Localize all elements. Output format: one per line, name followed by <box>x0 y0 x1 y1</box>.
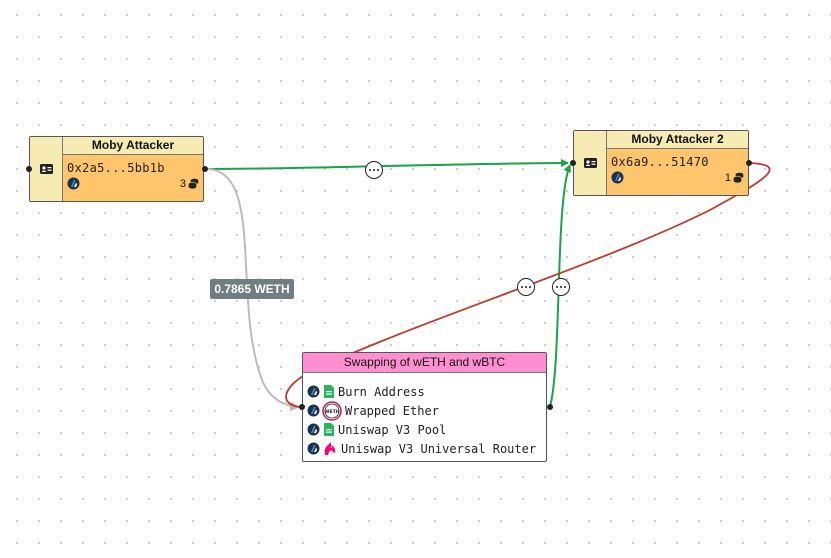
group-handle-right[interactable] <box>547 404 553 410</box>
unicorn-icon <box>324 442 336 455</box>
address-card-icon <box>583 158 597 168</box>
dot-icon <box>528 285 532 289</box>
edge-attacker1-to-group <box>205 168 300 412</box>
node-moby-attacker-2[interactable]: Moby Attacker 2 0x6a9...51470 1 <box>573 130 749 196</box>
arbitrum-icon <box>307 423 320 436</box>
address-card-icon-wrap <box>30 137 63 201</box>
dot-icon <box>368 168 372 172</box>
node-title: Moby Attacker 2 <box>607 131 748 149</box>
group-handle-left[interactable] <box>299 404 305 410</box>
token-count-value: 3 <box>179 177 186 190</box>
arbitrum-icon <box>67 177 80 190</box>
node-handle-right[interactable] <box>202 166 208 172</box>
arbitrum-icon <box>611 171 624 184</box>
group-member[interactable]: Uniswap V3 Pool <box>307 420 546 439</box>
token-count: 3 <box>180 178 199 190</box>
doc-icon <box>324 423 334 436</box>
node-address[interactable]: 0x2a5...5bb1b <box>67 161 165 175</box>
dot-icon <box>559 285 563 289</box>
doc-icon <box>324 385 334 398</box>
node-title: Moby Attacker <box>63 137 203 155</box>
group-member[interactable]: Burn Address <box>307 382 546 401</box>
edge-more-button[interactable] <box>517 278 535 296</box>
member-label: Uniswap V3 Universal Router <box>341 441 537 456</box>
edge-amount-label[interactable]: 0.7865 WETH <box>210 279 294 299</box>
token-count-value: 1 <box>724 171 731 184</box>
edge-attacker2-to-group <box>285 162 771 408</box>
dot-icon <box>563 285 567 289</box>
arbitrum-icon <box>307 404 320 417</box>
coins-icon <box>733 172 744 183</box>
dot-icon <box>524 285 528 289</box>
weth-logo: WETH <box>322 400 342 421</box>
dot-icon <box>376 168 380 172</box>
group-member[interactable]: WETH Wrapped Ether <box>307 400 546 421</box>
group-member-list: Burn Address WETH Wrapped Ether <box>303 373 546 458</box>
member-label: Burn Address <box>338 384 425 399</box>
member-icons <box>307 423 335 436</box>
address-card-icon-wrap <box>574 131 607 195</box>
node-handle-right[interactable] <box>746 160 752 166</box>
node-handle-left[interactable] <box>26 166 32 172</box>
edge-attacker1-to-attacker2 <box>205 159 569 170</box>
node-moby-attacker[interactable]: Moby Attacker 0x2a5...5bb1b 3 <box>29 136 204 202</box>
dot-icon <box>555 285 559 289</box>
address-card-icon <box>39 164 53 174</box>
member-icons <box>307 385 335 398</box>
member-icons <box>307 441 338 456</box>
node-handle-left[interactable] <box>570 160 576 166</box>
group-title: Swapping of wETH and wBTC <box>303 353 546 373</box>
arbitrum-icon <box>307 385 320 398</box>
member-icons: WETH <box>307 400 342 421</box>
edge-more-button[interactable] <box>552 278 570 296</box>
member-label: Uniswap V3 Pool <box>338 422 447 437</box>
node-group-swapping[interactable]: Swapping of wETH and wBTC Burn Address <box>302 352 547 462</box>
arbitrum-icon <box>307 442 320 455</box>
edge-more-button[interactable] <box>365 161 383 179</box>
group-member[interactable]: Uniswap V3 Universal Router <box>307 439 546 458</box>
dot-icon <box>372 168 376 172</box>
member-label: Wrapped Ether <box>345 403 439 418</box>
dot-icon <box>520 285 524 289</box>
coins-icon <box>188 178 199 189</box>
node-address[interactable]: 0x6a9...51470 <box>611 155 709 169</box>
token-count: 1 <box>725 172 744 184</box>
svg-text:WETH: WETH <box>324 408 339 414</box>
